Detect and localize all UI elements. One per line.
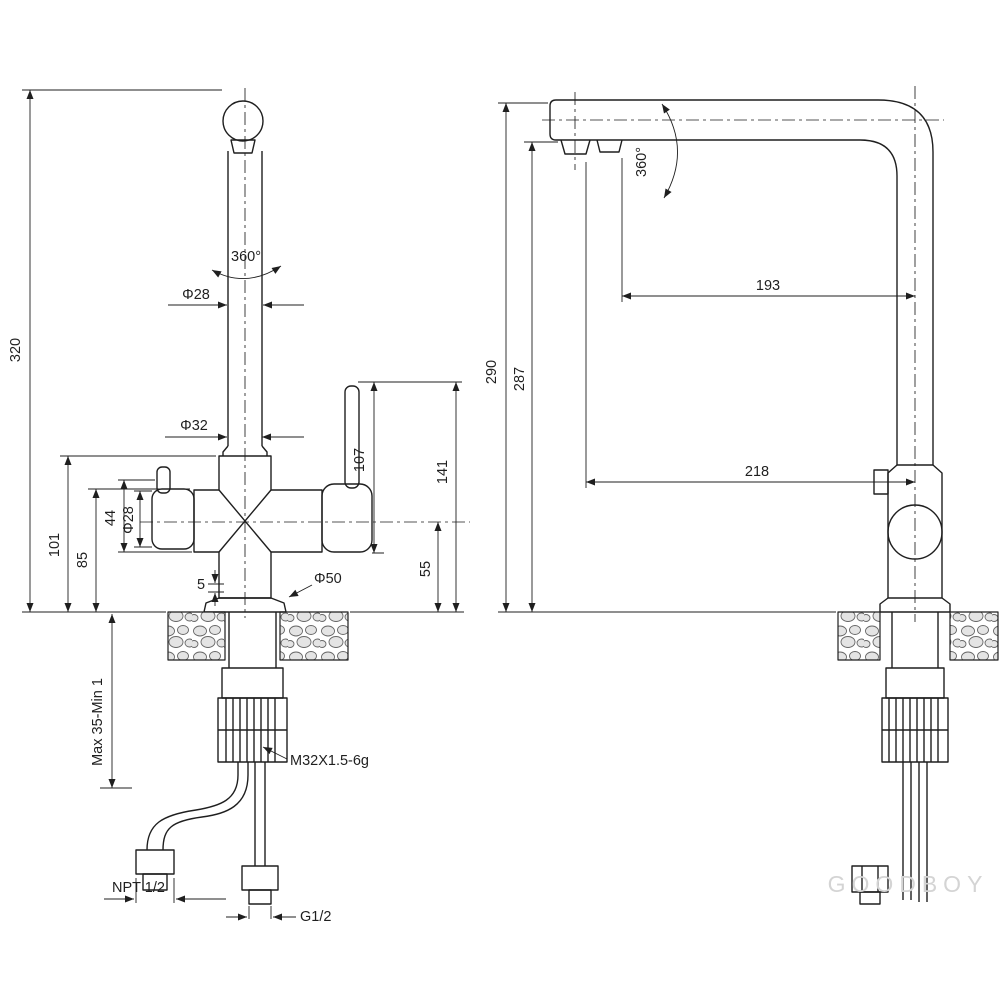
- dim-141-label: 141: [435, 460, 451, 484]
- dim-107-label: 107: [352, 448, 368, 472]
- dim-5-label: 5: [197, 577, 205, 593]
- swivel-360-front-label: 360°: [231, 249, 261, 265]
- thread-spec-label: M32X1.5-6g: [290, 753, 369, 769]
- labels: 320 101 85 44 Φ28 5 360° Φ28 Φ32 Φ50 107…: [8, 147, 989, 925]
- watermark: GOODBOY: [828, 871, 989, 897]
- dim-101-label: 101: [47, 533, 63, 557]
- dim-44-label: 44: [103, 510, 119, 526]
- spout-side: [549, 99, 934, 465]
- mounting-hardware-side: [851, 612, 949, 905]
- centerlines: [140, 86, 944, 622]
- countertop-side: [837, 611, 999, 661]
- dimensions-front: [22, 89, 464, 921]
- phi28-spout-label: Φ28: [182, 287, 210, 303]
- mounting-hardware-front: [135, 612, 288, 905]
- phi28-handle-label: Φ28: [121, 506, 137, 534]
- aerator-side: [560, 139, 591, 155]
- valve-body-side: [873, 464, 951, 613]
- swivel-360-side-label: 360°: [634, 147, 650, 177]
- dim-320-label: 320: [8, 338, 24, 362]
- left-lever: [156, 466, 171, 494]
- phi50-label: Φ50: [314, 571, 342, 587]
- dim-85-label: 85: [75, 552, 91, 568]
- hose-curved: [146, 762, 239, 851]
- npt-fitting-label: NPT 1/2: [112, 880, 165, 896]
- dim-218-label: 218: [745, 464, 769, 480]
- spout-head-front: [222, 100, 268, 456]
- right-lever: [344, 385, 360, 489]
- npt-fitting: [135, 849, 175, 875]
- counter-thickness-label: Max 35-Min 1: [90, 678, 106, 766]
- countertop-front: [167, 611, 349, 661]
- right-handle-cap: [321, 483, 373, 553]
- side-view-faucet: [549, 99, 999, 905]
- hose-straight: [254, 762, 266, 866]
- hoses-side: [902, 762, 928, 902]
- dim-55-label: 55: [418, 561, 434, 577]
- dim-193-label: 193: [756, 278, 780, 294]
- valve-cartridge: [887, 504, 943, 560]
- dim-287-label: 287: [512, 367, 528, 391]
- dimensions-side: [498, 102, 915, 613]
- phi32-label: Φ32: [180, 418, 208, 434]
- front-view-faucet: [135, 100, 373, 905]
- g-fitting-label: G1/2: [300, 909, 331, 925]
- g12-fitting: [241, 865, 279, 891]
- left-handle-cap: [151, 488, 195, 550]
- dim-290-label: 290: [484, 360, 500, 384]
